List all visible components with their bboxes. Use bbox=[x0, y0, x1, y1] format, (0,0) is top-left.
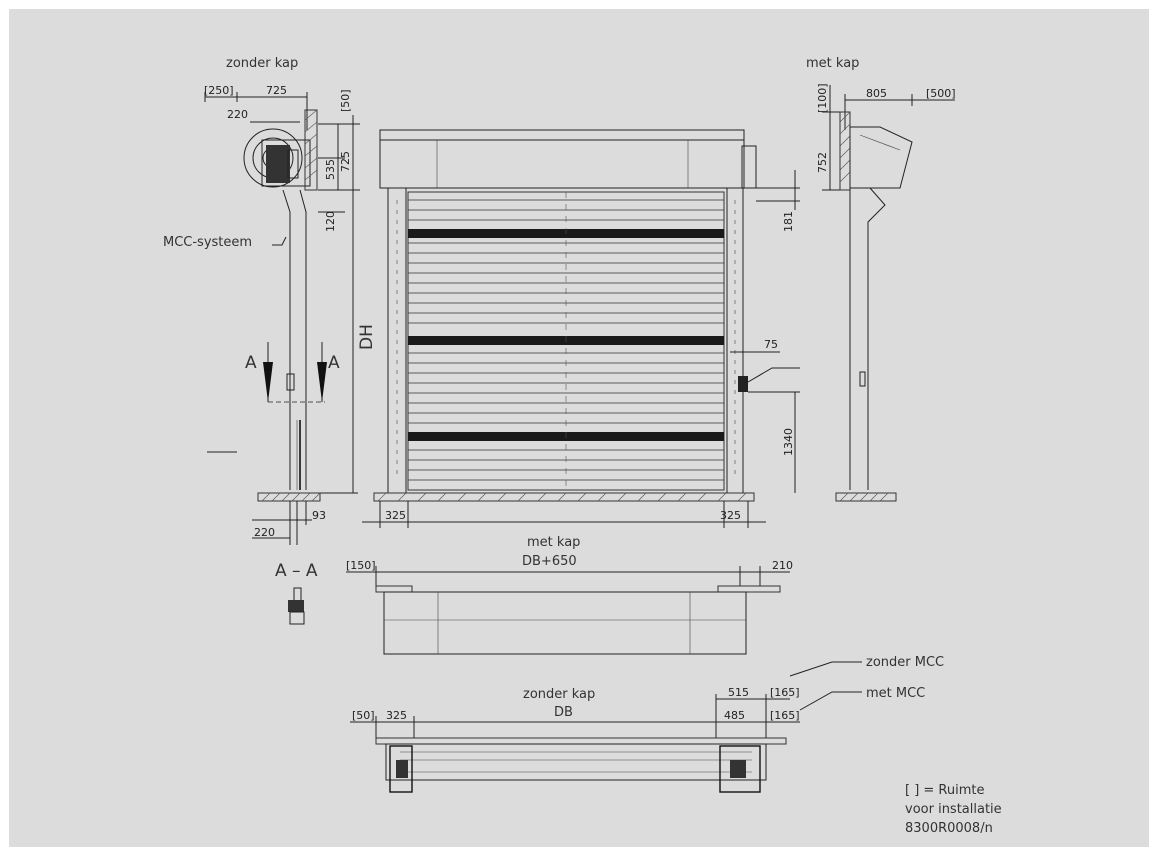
front-view: 181 75 1340 325 325 bbox=[362, 129, 800, 528]
top-view-without-hood: zonder kap DB 515 [165] [50] 325 485 [16… bbox=[350, 686, 800, 793]
door-slats bbox=[407, 191, 725, 491]
dim-left-250: [250] bbox=[204, 84, 234, 97]
label-db-plus-650: DB+650 bbox=[522, 554, 577, 569]
dim-right-500: [500] bbox=[926, 87, 956, 100]
dim-left-220-bottom: 220 bbox=[254, 526, 275, 539]
dim-top2-325: 325 bbox=[386, 709, 407, 722]
dim-left-535: 535 bbox=[324, 159, 337, 180]
legend: [ ] = Ruimte voor installatie 8300R0008/… bbox=[905, 783, 1002, 836]
dim-top2-165a: [165] bbox=[770, 686, 800, 699]
drawing-panel bbox=[9, 9, 1149, 847]
label-met-kap-side: met kap bbox=[806, 56, 859, 71]
label-zonder-kap-top: zonder kap bbox=[523, 687, 595, 702]
dim-top2-485: 485 bbox=[724, 709, 745, 722]
label-door-height: DH bbox=[357, 324, 377, 350]
dim-left-725-side: 725 bbox=[339, 151, 352, 172]
label-zonder-kap-side: zonder kap bbox=[226, 56, 298, 71]
dim-front-325-left: 325 bbox=[385, 509, 406, 522]
drawing-code: 8300R0008/n bbox=[905, 821, 993, 836]
drum-circle bbox=[243, 128, 303, 188]
dim-right-752: 752 bbox=[816, 152, 829, 173]
callout-zonder-mcc: zonder MCC bbox=[866, 655, 944, 670]
label-mcc-systeem: MCC-systeem bbox=[163, 235, 252, 250]
dim-left-120: 120 bbox=[324, 211, 337, 232]
section-a-a: A – A bbox=[275, 561, 318, 625]
top-view-with-hood: met kap DB+650 [150] 210 bbox=[346, 535, 793, 655]
dim-top2-165b: [165] bbox=[770, 709, 800, 722]
dim-right-805: 805 bbox=[866, 87, 887, 100]
dim-top2-515: 515 bbox=[728, 686, 749, 699]
legend-line-1: [ ] = Ruimte bbox=[905, 783, 985, 798]
dim-front-181: 181 bbox=[782, 211, 795, 232]
dim-left-93: 93 bbox=[312, 509, 326, 522]
dim-top1-210: 210 bbox=[772, 559, 793, 572]
side-view-without-hood: zonder kap [250] 725 220 [50] 535 725 12… bbox=[204, 56, 377, 545]
section-marker-left: A bbox=[245, 353, 257, 373]
label-met-kap-top: met kap bbox=[527, 535, 580, 550]
dim-front-1340: 1340 bbox=[782, 428, 795, 456]
dim-left-220-top: 220 bbox=[227, 108, 248, 121]
dim-left-725-top: 725 bbox=[266, 84, 287, 97]
dim-left-50: [50] bbox=[339, 89, 352, 112]
dim-front-325-right: 325 bbox=[720, 509, 741, 522]
section-marker-right: A bbox=[328, 353, 340, 373]
dim-top1-150: [150] bbox=[346, 559, 376, 572]
label-db: DB bbox=[554, 705, 573, 720]
side-view-with-hood: met kap 805 [500] [100] 752 bbox=[806, 56, 956, 502]
section-title-a-a: A – A bbox=[275, 561, 318, 581]
dim-front-75: 75 bbox=[764, 338, 778, 351]
dim-right-100: [100] bbox=[816, 83, 829, 113]
dim-top2-50: [50] bbox=[352, 709, 375, 722]
legend-line-2: voor installatie bbox=[905, 802, 1002, 817]
callout-met-mcc: met MCC bbox=[866, 686, 925, 701]
